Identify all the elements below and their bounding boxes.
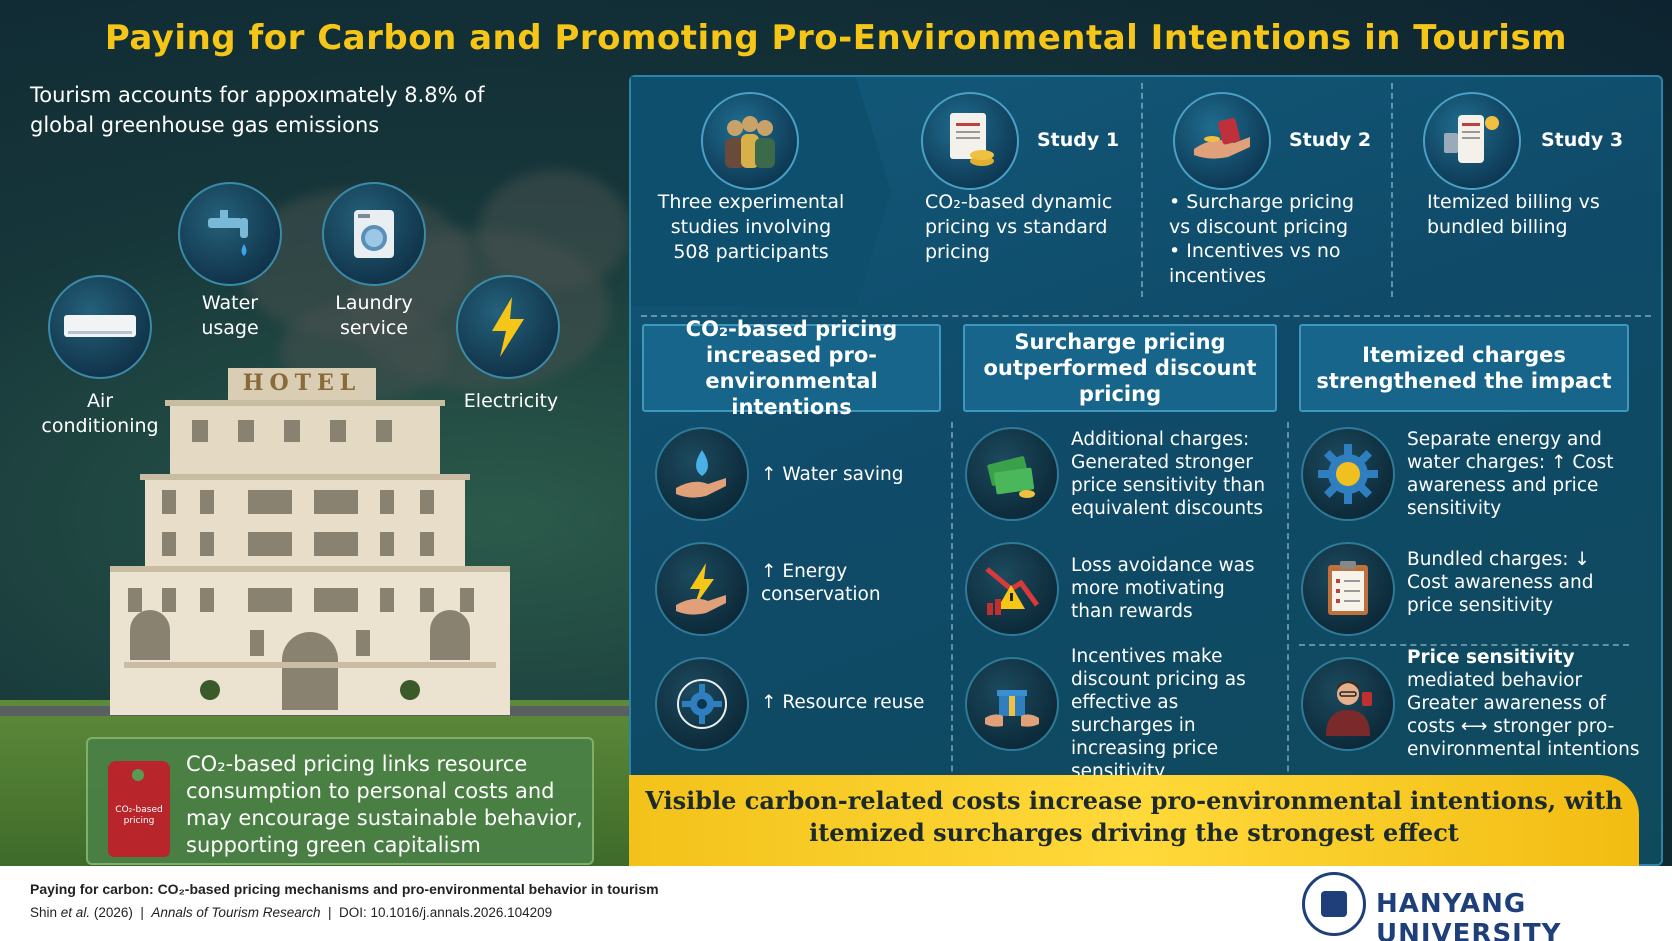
loss-warning-icon xyxy=(965,542,1059,636)
hotel-sign: HOTEL xyxy=(242,370,362,396)
bundled-charges-text: Bundled charges: ↓ Cost awareness and pr… xyxy=(1407,549,1594,616)
intro-text: Tourism accounts for appoxımately 8.8% o… xyxy=(30,83,485,137)
divider xyxy=(1391,83,1393,297)
clipboard-icon xyxy=(1301,542,1395,636)
divider xyxy=(641,315,1651,317)
water-drop-hand-icon xyxy=(655,427,749,521)
university-seal-logo xyxy=(1302,872,1366,936)
callout-text: CO₂-based pricing links resource consump… xyxy=(186,752,583,857)
person-icon xyxy=(1301,657,1395,751)
divider xyxy=(951,422,953,842)
university-name: HANYANG UNIVERSITY xyxy=(1376,889,1562,941)
conclusion-banner: Visible carbon-related costs increase pr… xyxy=(629,775,1639,866)
participants-group-icon xyxy=(701,92,799,190)
price-sensitivity-rest: mediated behavior Greater awareness of c… xyxy=(1407,670,1640,760)
laundry-service-label: Laundry service xyxy=(335,292,413,339)
resource-reuse-text: ↑ Resource reuse xyxy=(761,692,925,713)
washing-machine-icon xyxy=(322,182,426,286)
hotel-illustration: HOTEL xyxy=(110,360,510,715)
citation-etal: et al. xyxy=(60,905,91,920)
study2-bullet2: • Incentives vs no incentives xyxy=(1169,240,1341,287)
air-conditioning-label: Air conditioning xyxy=(41,390,159,437)
lightning-icon xyxy=(456,275,560,379)
electricity-label: Electricity xyxy=(463,390,559,412)
water-saving-text: ↑ Water saving xyxy=(761,464,904,485)
incentives-text: Incentives make discount pricing as effe… xyxy=(1071,646,1246,782)
loss-avoidance-text: Loss avoidance was more motivating than … xyxy=(1071,555,1255,622)
study1-label: Study 1 xyxy=(1037,129,1120,151)
participants-text: Three experimental studies involving 508… xyxy=(657,191,845,263)
reuse-gear-icon xyxy=(655,657,749,751)
infographic-canvas: Paying for Carbon and Promoting Pro-Envi… xyxy=(0,0,1672,866)
energy-hand-icon xyxy=(655,542,749,636)
price-tag-icon: CO₂-based pricing xyxy=(108,761,170,857)
conclusion-text: Visible carbon-related costs increase pr… xyxy=(645,786,1623,847)
co2-pricing-callout: CO₂-based pricing CO₂-based pricing link… xyxy=(86,737,594,865)
study2-bullet1: • Surcharge pricing vs discount pricing xyxy=(1169,191,1355,238)
col2-header: Surcharge pricing outperformed discount … xyxy=(963,324,1277,412)
citation-year: (2026) xyxy=(93,905,133,920)
citation-title: Paying for carbon: CO₂-based pricing mec… xyxy=(30,881,659,897)
citation-doi: DOI: 10.1016/j.annals.2026.104209 xyxy=(339,905,553,920)
col3-header: Itemized charges strengthened the impact xyxy=(1299,324,1629,412)
study3-text: Itemized billing vs bundled billing xyxy=(1427,191,1600,238)
citation-journal: Annals of Tourism Research xyxy=(151,905,321,920)
gear-icon xyxy=(1301,427,1395,521)
findings-panel: Three experimental studies involving 508… xyxy=(629,75,1663,866)
divider xyxy=(1287,422,1289,842)
divider xyxy=(1141,83,1143,297)
study3-label: Study 3 xyxy=(1541,129,1624,151)
water-usage-label: Water usage xyxy=(201,292,259,339)
page-title: Paying for Carbon and Promoting Pro-Envi… xyxy=(104,18,1568,58)
air-conditioner-icon xyxy=(48,275,152,379)
cash-coins-icon xyxy=(965,427,1059,521)
bill-phone-icon xyxy=(1423,92,1521,190)
document-coins-icon xyxy=(921,92,1019,190)
price-tag-label: CO₂-based pricing xyxy=(115,805,163,826)
gift-hands-icon xyxy=(965,657,1059,751)
hand-tag-icon xyxy=(1173,92,1271,190)
price-sensitivity-text: Price sensitivity mediated behavior Grea… xyxy=(1407,646,1647,761)
col1-header: CO₂-based pricing increased pro-environm… xyxy=(642,317,941,419)
citation-authors: Shin xyxy=(30,905,58,920)
price-sensitivity-bold: Price sensitivity xyxy=(1407,647,1575,668)
separate-charges-text: Separate energy and water charges: ↑ Cos… xyxy=(1407,429,1614,519)
divider xyxy=(1299,644,1629,646)
study1-text: CO₂-based dynamic pricing vs standard pr… xyxy=(925,191,1113,263)
citation-details: Shin et al. (2026) | Annals of Tourism R… xyxy=(30,905,553,920)
additional-charges-text: Additional charges: Generated stronger p… xyxy=(1071,429,1266,519)
energy-conservation-text: ↑ Energy conservation xyxy=(761,561,881,605)
smoke-cloud xyxy=(480,170,630,290)
water-tap-icon xyxy=(178,182,282,286)
study2-label: Study 2 xyxy=(1289,129,1372,151)
